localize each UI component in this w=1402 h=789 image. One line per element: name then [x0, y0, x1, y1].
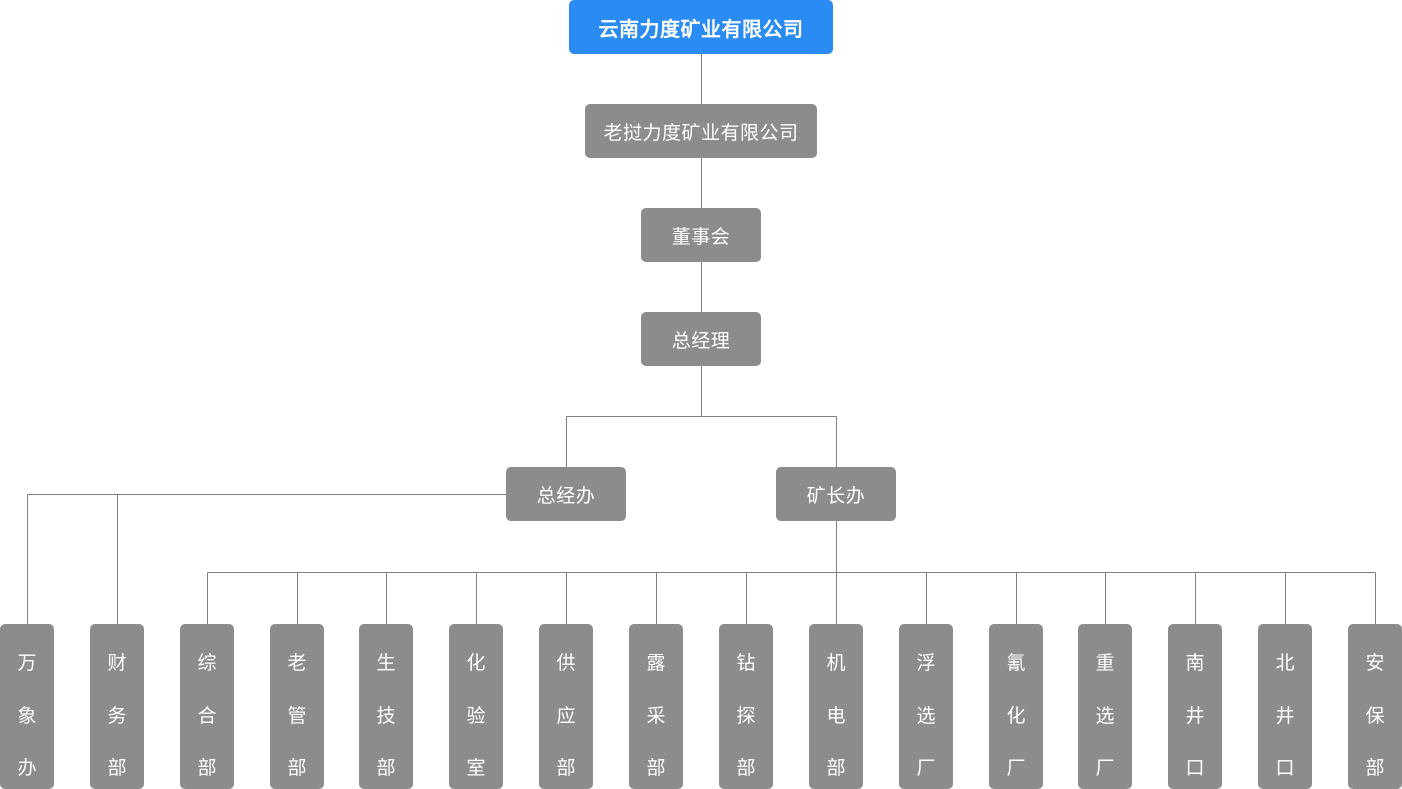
connector-gm-office-depts [27, 494, 506, 624]
department-node[interactable]: 钻探部 [719, 624, 773, 789]
department-label-char: 厂 [1006, 758, 1026, 779]
department-label-char: 化 [1006, 706, 1026, 727]
department-node[interactable]: 氰化厂 [989, 624, 1043, 789]
department-label-char: 万 [17, 653, 37, 674]
department-label-char: 合 [197, 706, 217, 727]
department-label-char: 综 [197, 653, 217, 674]
department-label-char: 应 [556, 706, 576, 727]
department-label-char: 采 [646, 706, 666, 727]
department-label-char: 部 [1365, 758, 1385, 779]
department-node[interactable]: 综合部 [180, 624, 234, 789]
department-node[interactable]: 机电部 [809, 624, 863, 789]
subsidiary-company-node[interactable]: 老挝力度矿业有限公司 [585, 104, 817, 158]
department-label-char: 重 [1095, 653, 1115, 674]
connector-gm-branch [566, 365, 837, 467]
department-label-char: 井 [1275, 706, 1295, 727]
department-label-char: 机 [826, 653, 846, 674]
root-company-node[interactable]: 云南力度矿业有限公司 [569, 0, 833, 54]
department-label-char: 口 [1275, 758, 1295, 779]
department-label-char: 保 [1365, 706, 1385, 727]
department-label-char: 管 [287, 706, 307, 727]
department-node[interactable]: 化验室 [449, 624, 503, 789]
department-label-char: 浮 [916, 653, 936, 674]
general-manager-office-node[interactable]: 总经办 [506, 467, 626, 521]
department-node[interactable]: 露采部 [629, 624, 683, 789]
department-node[interactable]: 万象办 [0, 624, 54, 789]
department-label-char: 探 [736, 706, 756, 727]
department-label-char: 化 [466, 653, 486, 674]
department-node[interactable]: 北井口 [1258, 624, 1312, 789]
department-node[interactable]: 重选厂 [1078, 624, 1132, 789]
department-label-char: 办 [17, 758, 37, 779]
department-label-char: 部 [287, 758, 307, 779]
department-label-char: 钻 [736, 653, 756, 674]
department-label-char: 口 [1185, 758, 1205, 779]
department-label-char: 部 [107, 758, 127, 779]
department-label-char: 露 [646, 653, 666, 674]
department-label-char: 北 [1275, 653, 1295, 674]
department-node[interactable]: 安保部 [1348, 624, 1402, 789]
department-node[interactable]: 浮选厂 [899, 624, 953, 789]
department-label-char: 财 [107, 653, 127, 674]
department-label-char: 技 [376, 706, 396, 727]
department-label-char: 选 [916, 706, 936, 727]
board-node[interactable]: 董事会 [641, 208, 761, 262]
department-label-char: 务 [107, 706, 127, 727]
department-node[interactable]: 老管部 [270, 624, 324, 789]
department-label-char: 生 [376, 653, 396, 674]
mine-director-office-node[interactable]: 矿长办 [776, 467, 896, 521]
department-label-char: 厂 [1095, 758, 1115, 779]
department-node[interactable]: 财务部 [90, 624, 144, 789]
department-label-char: 井 [1185, 706, 1205, 727]
department-label-char: 象 [17, 706, 37, 727]
department-label-char: 电 [826, 706, 846, 727]
general-manager-node[interactable]: 总经理 [641, 312, 761, 366]
department-label-char: 供 [556, 653, 576, 674]
department-label-char: 部 [646, 758, 666, 779]
department-label-char: 部 [826, 758, 846, 779]
department-label-char: 厂 [916, 758, 936, 779]
department-node[interactable]: 供应部 [539, 624, 593, 789]
department-label-char: 部 [376, 758, 396, 779]
connector-mine-office-depts [207, 520, 1376, 624]
department-label-char: 部 [197, 758, 217, 779]
department-label-char: 选 [1095, 706, 1115, 727]
department-node[interactable]: 生技部 [359, 624, 413, 789]
department-label-char: 安 [1365, 653, 1385, 674]
department-label-char: 老 [287, 653, 307, 674]
department-label-char: 验 [466, 706, 486, 727]
department-label-char: 南 [1185, 653, 1205, 674]
department-node[interactable]: 南井口 [1168, 624, 1222, 789]
department-label-char: 部 [736, 758, 756, 779]
department-label-char: 氰 [1006, 653, 1026, 674]
department-label-char: 室 [466, 758, 486, 779]
department-label-char: 部 [556, 758, 576, 779]
